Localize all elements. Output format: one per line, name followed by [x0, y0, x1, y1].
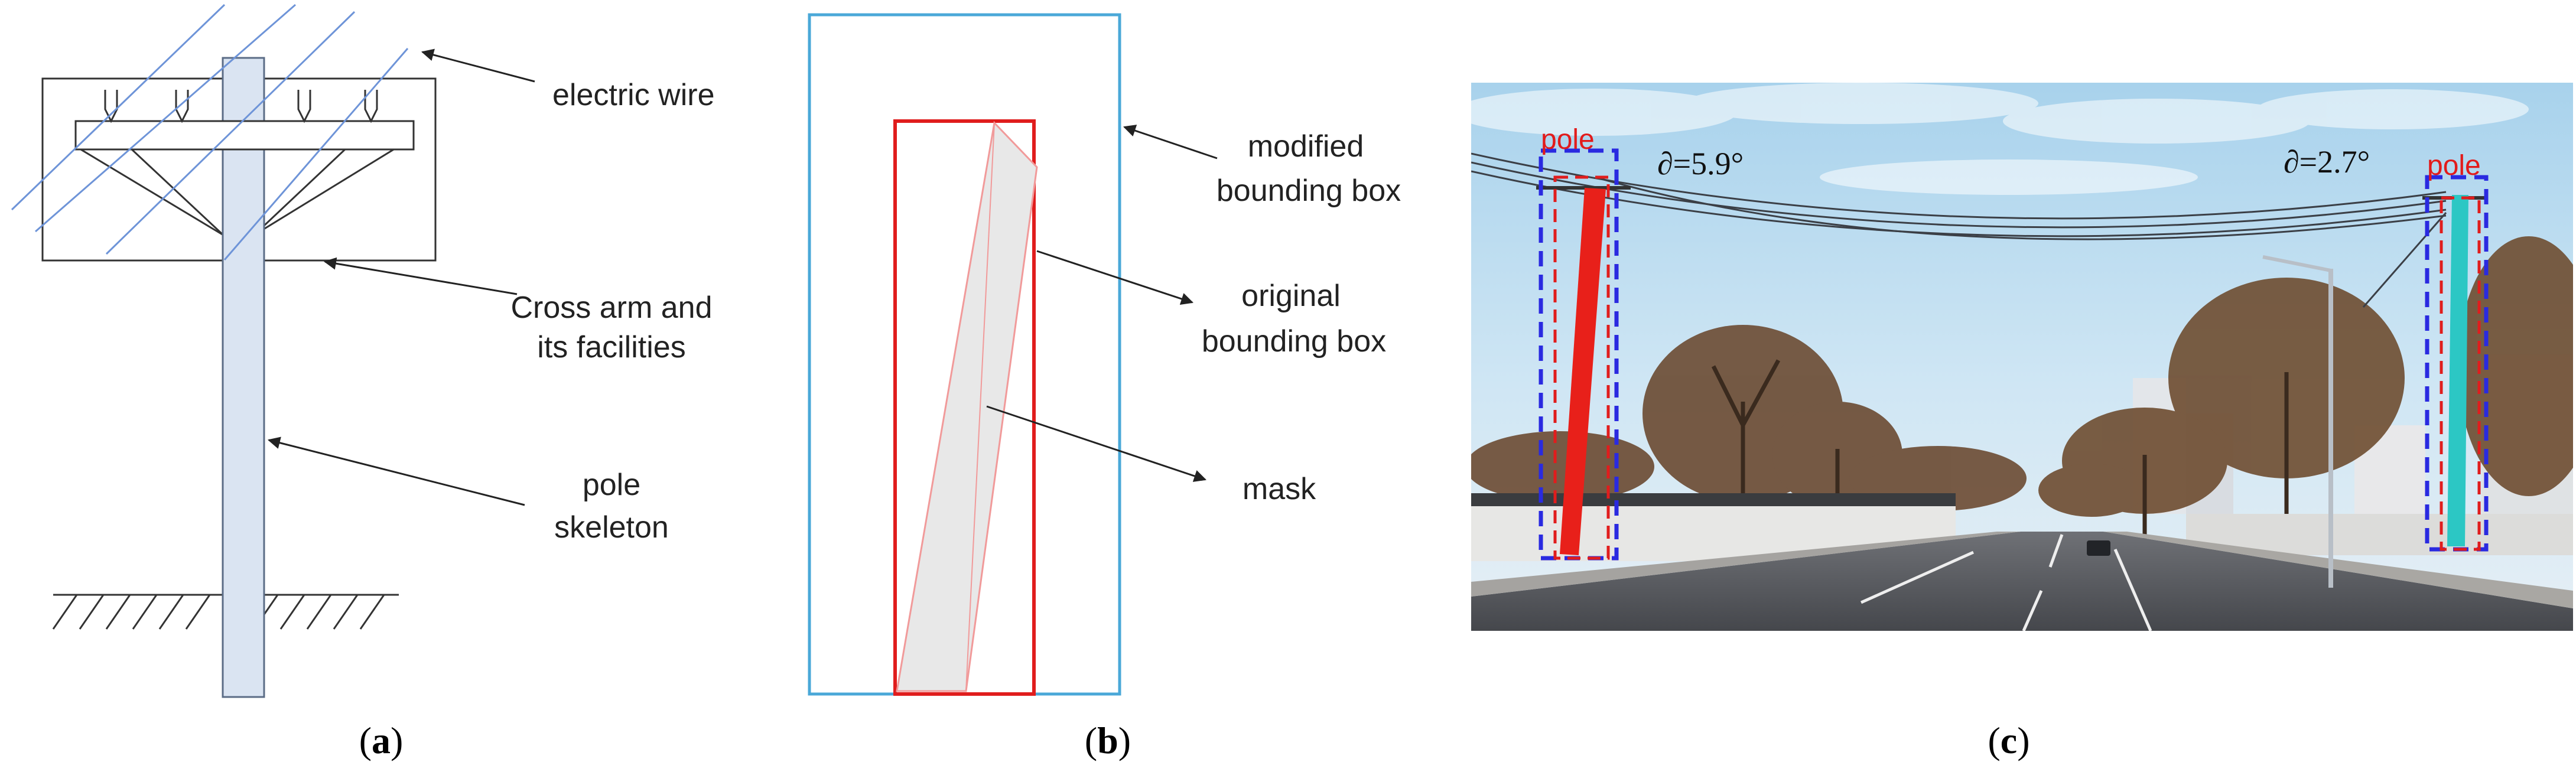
- wall-left-top: [1471, 493, 1956, 506]
- left-pole-angle-label: ∂=5.9°: [1657, 146, 1744, 181]
- arrow-original-box: [1036, 250, 1193, 305]
- cross-arm-bar: [74, 120, 415, 151]
- electric-wires: [11, 4, 409, 260]
- clouds: [1471, 83, 2529, 195]
- panel-c-street-photo: [1471, 83, 2573, 631]
- pole-skeleton: [222, 57, 265, 698]
- panel-b-box-diagram: modified bounding box original bounding …: [808, 13, 1401, 761]
- left-original-box: [1553, 175, 1610, 560]
- caption-c: (c): [1988, 719, 2029, 761]
- right-pole-mask: [2447, 195, 2468, 546]
- arrow-pole-skeleton: [267, 437, 525, 506]
- street-light-arm: [2262, 255, 2331, 272]
- arrow-cross-arm: [323, 257, 518, 295]
- caption-b: (b): [1085, 719, 1131, 761]
- arrow-mask: [986, 405, 1206, 482]
- ground-hatching: [52, 594, 385, 630]
- label-modified-line2: bounding box: [1217, 174, 1401, 208]
- label-cross-arm-line1: Cross arm and: [511, 291, 713, 325]
- road: [1471, 532, 2573, 631]
- right-pole-class-label: pole: [2427, 150, 2481, 181]
- sidewalk-left: [1471, 532, 2021, 597]
- power-wires: [1471, 152, 2447, 308]
- mask-inner-edge: [965, 122, 995, 692]
- panel-a-pole-diagram: electric wire Cross arm and its faciliti…: [11, 4, 715, 761]
- label-original-line2: bounding box: [1202, 324, 1386, 359]
- arrow-electric-wire: [421, 48, 535, 83]
- lane-markings: [1860, 534, 2152, 631]
- label-original-line1: original: [1241, 279, 1341, 313]
- panel-c-detections: pole ∂=5.9° pole ∂=2.7° (c): [1539, 124, 2489, 761]
- label-mask: mask: [1243, 472, 1316, 506]
- left-pole-class-label: pole: [1541, 124, 1595, 155]
- label-modified-line1: modified: [1248, 129, 1364, 164]
- label-cross-arm-line2: its facilities: [537, 330, 685, 364]
- left-pole-mask: [1560, 188, 1606, 555]
- right-original-box: [2440, 196, 2481, 551]
- label-pole-line1: pole: [583, 468, 640, 502]
- sidewalk-right: [2103, 532, 2573, 608]
- right-pole-angle-label: ∂=2.7°: [2284, 144, 2370, 180]
- cross-arm-braces: [79, 148, 395, 236]
- label-pole-line2: skeleton: [554, 510, 669, 545]
- arrow-modified-box: [1123, 125, 1218, 159]
- insulators: [104, 90, 378, 123]
- label-electric-wire: electric wire: [552, 78, 715, 112]
- car: [2087, 540, 2110, 556]
- caption-a: (a): [359, 719, 404, 761]
